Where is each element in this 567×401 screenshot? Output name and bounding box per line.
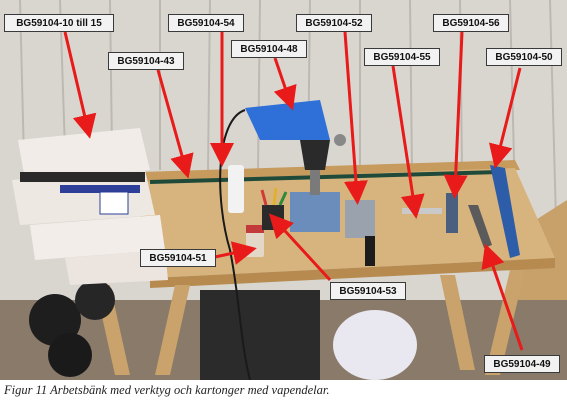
workbench-photo: BG59104-10 till 15 BG59104-54 BG59104-52… [0, 0, 567, 380]
arrow-55 [391, 65, 425, 219]
arrow-53 [268, 213, 332, 282]
label-bg59104-56: BG59104-56 [433, 14, 509, 32]
arrow-51 [209, 241, 257, 265]
label-bg59104-50: BG59104-50 [486, 48, 562, 66]
label-bg59104-54: BG59104-54 [168, 14, 244, 32]
label-bg59104-53: BG59104-53 [330, 282, 406, 300]
arrow-48 [273, 57, 297, 111]
arrow-10-15 [63, 31, 97, 139]
label-bg59104-10-till-15: BG59104-10 till 15 [4, 14, 114, 32]
arrow-49 [481, 243, 524, 351]
label-bg59104-48: BG59104-48 [231, 40, 307, 58]
label-bg59104-49: BG59104-49 [484, 355, 560, 373]
arrow-50 [488, 67, 522, 169]
arrow-52 [343, 31, 368, 205]
label-bg59104-43: BG59104-43 [108, 52, 184, 70]
label-bg59104-51: BG59104-51 [140, 249, 216, 267]
label-bg59104-52: BG59104-52 [296, 14, 372, 32]
label-bg59104-55: BG59104-55 [364, 48, 440, 66]
arrow-43 [156, 69, 194, 179]
arrow-56 [443, 31, 468, 199]
photo-illustration [0, 0, 567, 380]
figure-caption: Figur 11 Arbetsbänk med verktyg och kart… [4, 383, 330, 397]
